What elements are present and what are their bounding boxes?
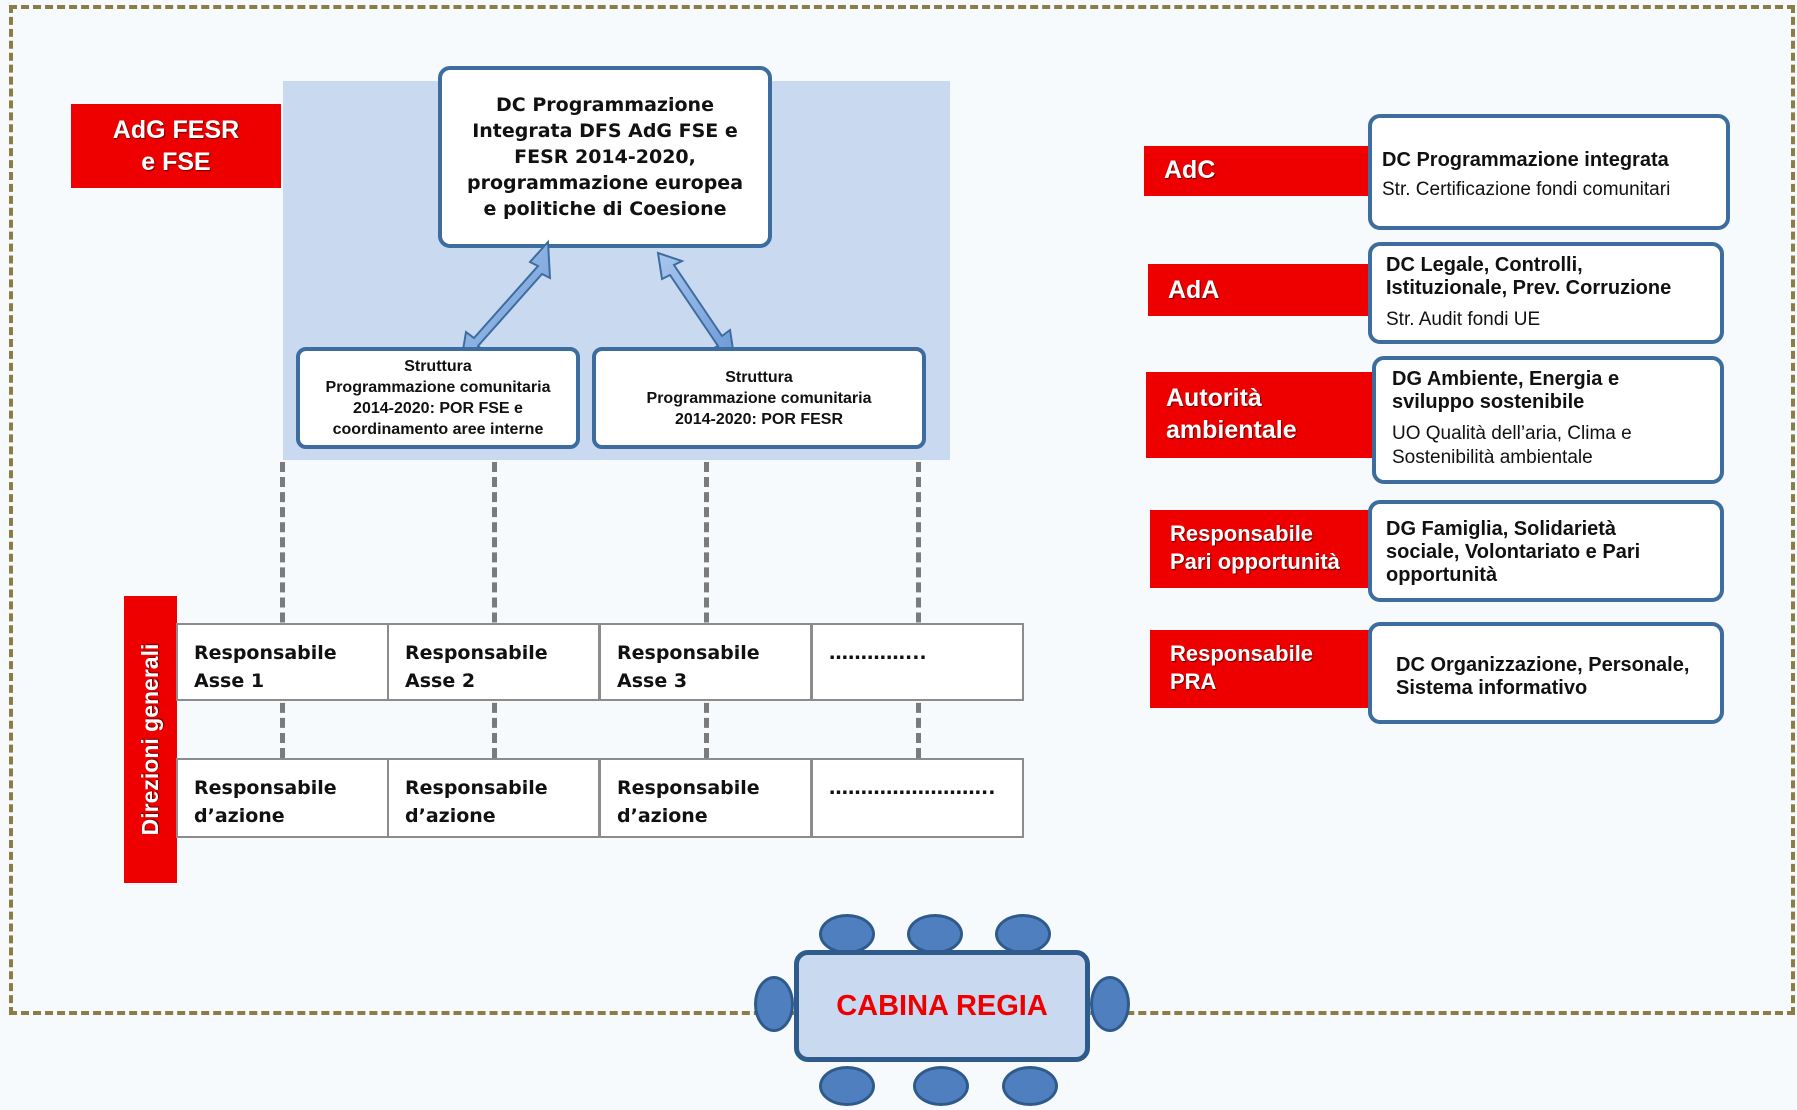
seat-top-1 xyxy=(819,914,875,954)
authority-adc-title: DC Programmazione integrata xyxy=(1382,149,1669,171)
asse-cell-3: Responsabile Asse 3 xyxy=(599,623,812,701)
struttura-por-fse-text: Struttura Programmazione comunitaria 201… xyxy=(325,358,551,438)
authority-ambientale-label: Autorità ambientale xyxy=(1146,372,1372,458)
authority-pra-label: Responsabile PRA xyxy=(1150,630,1372,708)
authority-adc-label: AdC xyxy=(1144,146,1368,196)
azione-cell-3: Responsabile d’azione xyxy=(599,758,812,838)
asse-cell-1: Responsabile Asse 1 xyxy=(176,623,389,701)
seat-bottom-3 xyxy=(1002,1066,1058,1106)
dashed-connector-4 xyxy=(916,462,921,758)
authority-pra-box: DC Organizzazione, Personale, Sistema in… xyxy=(1368,622,1724,724)
authority-adc-box: DC Programmazione integrata Str. Certifi… xyxy=(1368,114,1730,230)
authority-ada-sub: Str. Audit fondi UE xyxy=(1386,309,1541,330)
struttura-por-fesr-box: Struttura Programmazione comunitaria 201… xyxy=(592,347,926,449)
azione-cell-2: Responsabile d’azione xyxy=(387,758,600,838)
double-arrow-left xyxy=(460,239,552,358)
struttura-por-fesr-text: Struttura Programmazione comunitaria 201… xyxy=(646,368,872,428)
adg-label: AdG FESR e FSE xyxy=(71,104,281,188)
dashed-connector-1 xyxy=(280,462,285,758)
authority-adc-sub: Str. Certificazione fondi comunitari xyxy=(1382,179,1671,200)
direzioni-generali-text: Direzioni generali xyxy=(137,643,163,836)
seat-top-2 xyxy=(907,914,963,954)
seat-left xyxy=(754,976,794,1032)
dc-programmazione-text: DC Programmazione Integrata DFS AdG FSE … xyxy=(466,94,744,220)
cabina-regia-text: CABINA REGIA xyxy=(836,989,1048,1022)
authority-ada-label: AdA xyxy=(1148,264,1368,316)
azione-cell-1: Responsabile d’azione xyxy=(176,758,389,838)
azione-cell-4: …………………….. xyxy=(811,758,1024,838)
dashed-connector-2 xyxy=(492,462,497,758)
dc-programmazione-box: DC Programmazione Integrata DFS AdG FSE … xyxy=(438,66,772,248)
struttura-por-fse-box: Struttura Programmazione comunitaria 201… xyxy=(296,347,580,449)
authority-ambientale-box: DG Ambiente, Energia e sviluppo sostenib… xyxy=(1372,356,1724,484)
asse-cell-2: Responsabile Asse 2 xyxy=(387,623,600,701)
authority-pari-opportunita-title: DG Famiglia, Solidarietà sociale, Volont… xyxy=(1386,518,1641,586)
seat-bottom-2 xyxy=(913,1066,969,1106)
authority-ambientale-sub: UO Qualità dell’aria, Clima e Sostenibil… xyxy=(1392,423,1632,468)
seat-right xyxy=(1090,976,1130,1032)
authority-ada-title: DC Legale, Controlli, Istituzionale, Pre… xyxy=(1386,254,1672,299)
authority-pra-title: DC Organizzazione, Personale, Sistema in… xyxy=(1396,654,1690,699)
authority-pari-opportunita-label: Responsabile Pari opportunità xyxy=(1150,510,1372,588)
authority-pari-opportunita-box: DG Famiglia, Solidarietà sociale, Volont… xyxy=(1368,500,1724,602)
dashed-connector-3 xyxy=(704,462,709,758)
asse-cell-4: …………... xyxy=(811,623,1024,701)
seat-bottom-1 xyxy=(819,1066,875,1106)
double-arrow-right xyxy=(656,251,736,358)
authority-ada-box: DC Legale, Controlli, Istituzionale, Pre… xyxy=(1368,242,1724,344)
direzioni-generali-label: Direzioni generali xyxy=(124,596,177,883)
authority-ambientale-title: DG Ambiente, Energia e sviluppo sostenib… xyxy=(1392,368,1620,413)
cabina-regia-table: CABINA REGIA xyxy=(794,950,1090,1062)
seat-top-3 xyxy=(995,914,1051,954)
